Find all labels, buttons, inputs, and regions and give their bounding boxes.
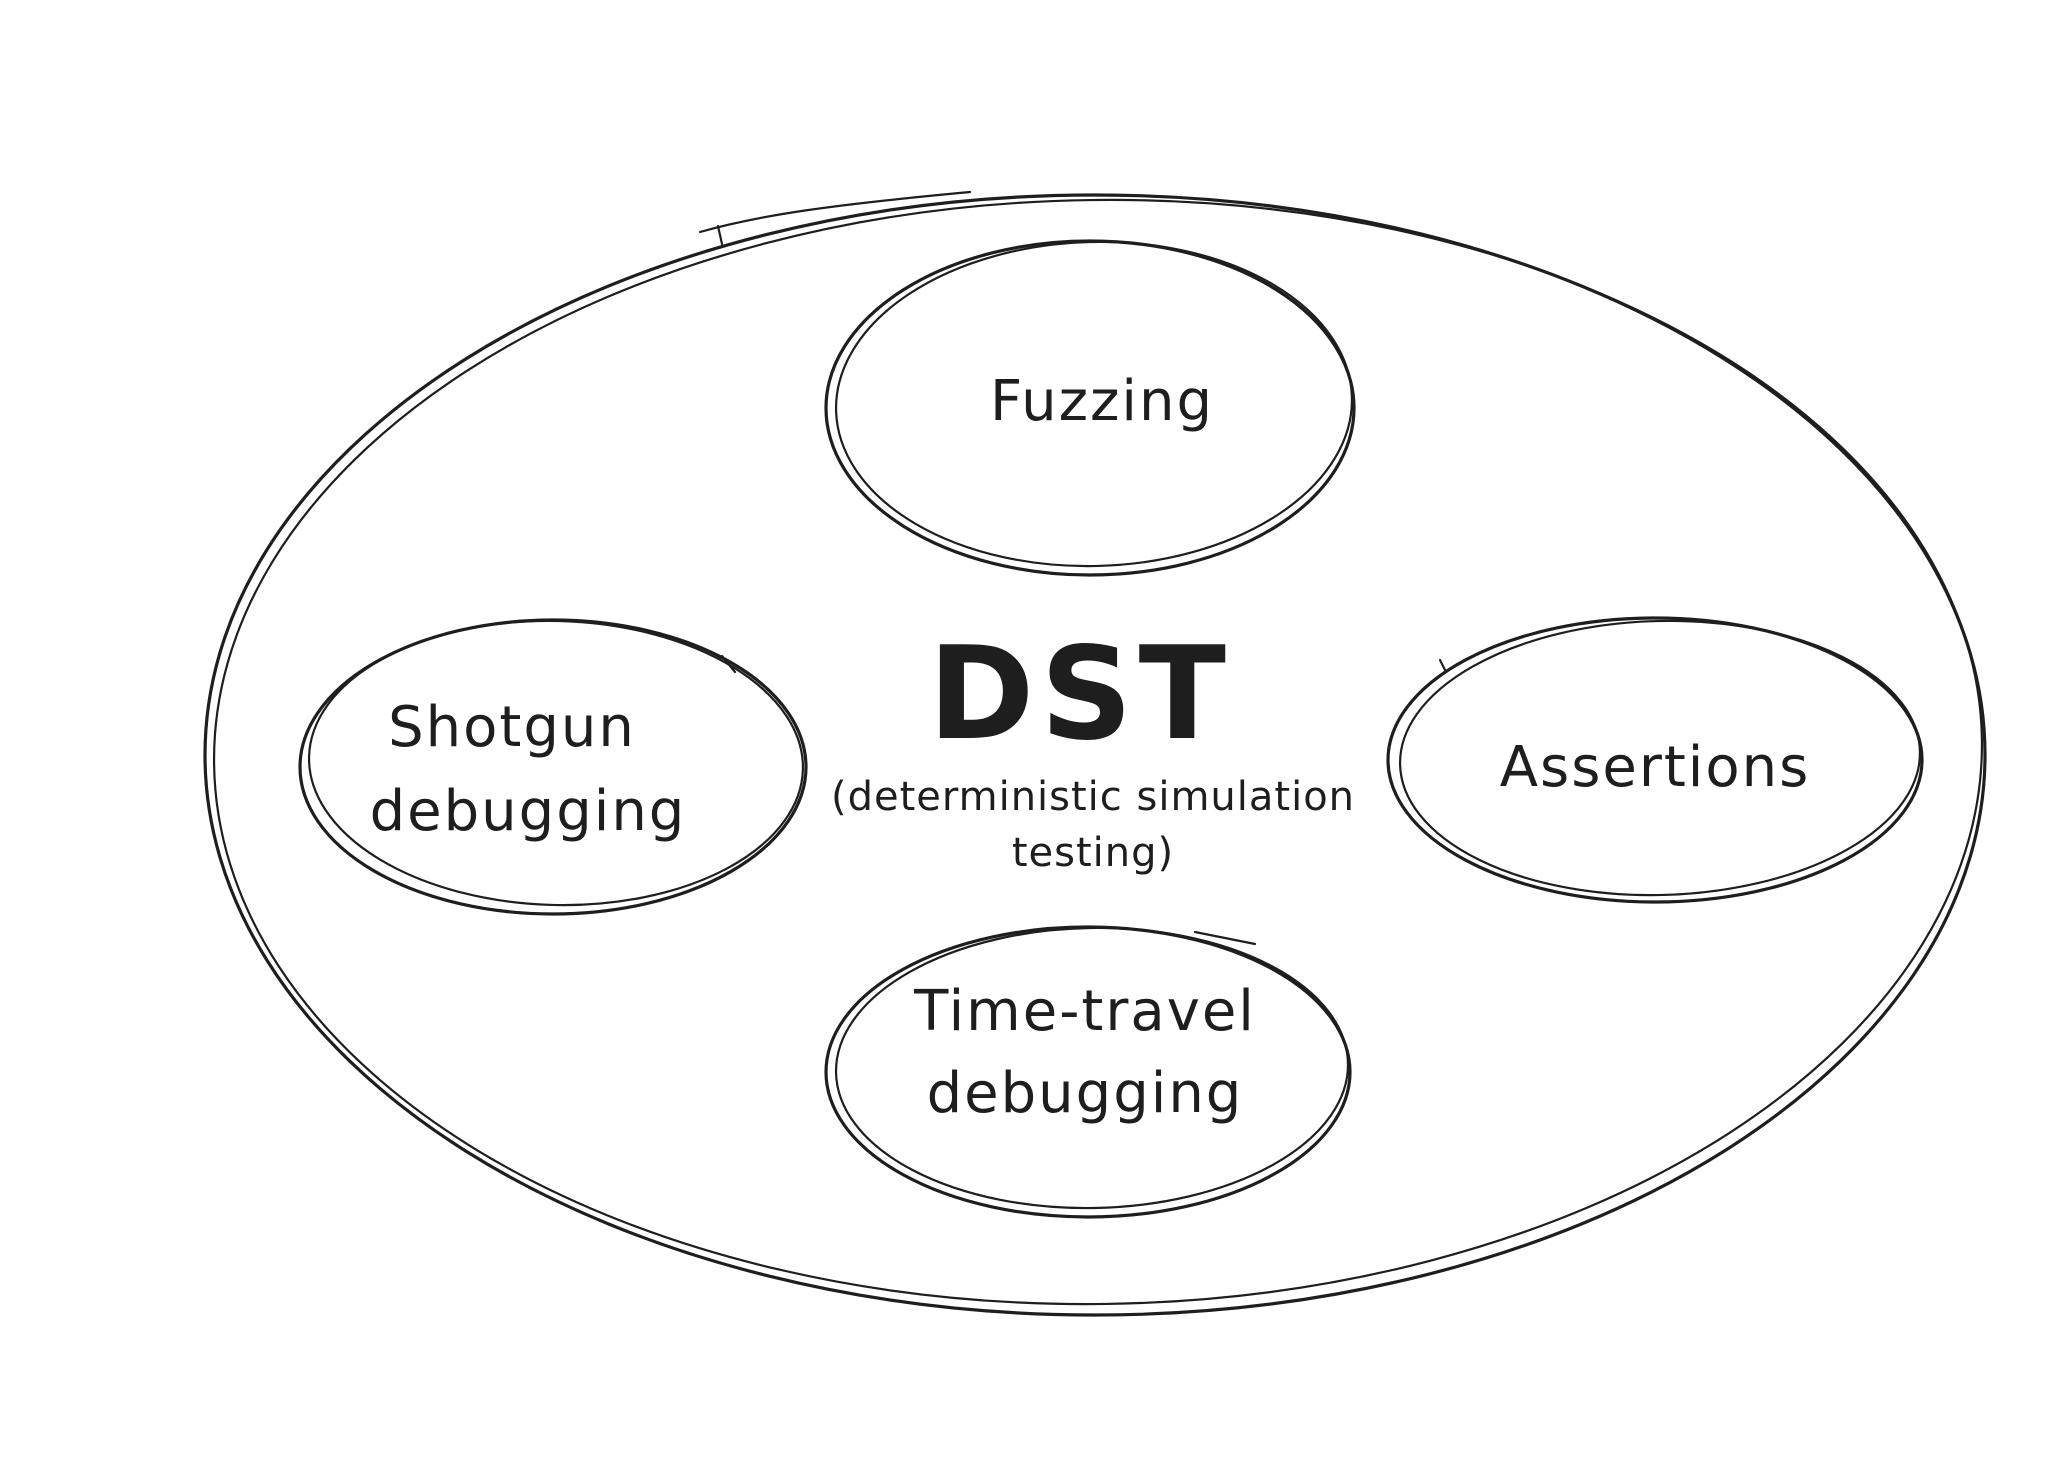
center-subtitle-line2: testing) bbox=[1012, 830, 1174, 876]
node-time-travel-debugging: Time-travel debugging bbox=[824, 925, 1352, 1219]
node-time-travel-debugging-label-line2: debugging bbox=[927, 1061, 1244, 1126]
node-assertions-label: Assertions bbox=[1500, 735, 1811, 800]
node-fuzzing-label: Fuzzing bbox=[990, 369, 1214, 434]
node-assertions: Assertions bbox=[1386, 616, 1924, 904]
node-time-travel-debugging-label-line1: Time-travel bbox=[913, 979, 1256, 1044]
node-shotgun-debugging: Shotgun debugging bbox=[298, 618, 808, 916]
center-subtitle-line1: (deterministic simulation bbox=[831, 774, 1355, 820]
node-shotgun-debugging-label-line2: debugging bbox=[370, 779, 687, 844]
center-label: DST (deterministic simulation testing) bbox=[831, 620, 1355, 876]
node-shotgun-debugging-label-line1: Shotgun bbox=[388, 695, 636, 760]
center-title: DST bbox=[928, 620, 1232, 769]
node-fuzzing: Fuzzing bbox=[824, 239, 1356, 577]
outer-ellipse bbox=[203, 190, 1987, 1317]
